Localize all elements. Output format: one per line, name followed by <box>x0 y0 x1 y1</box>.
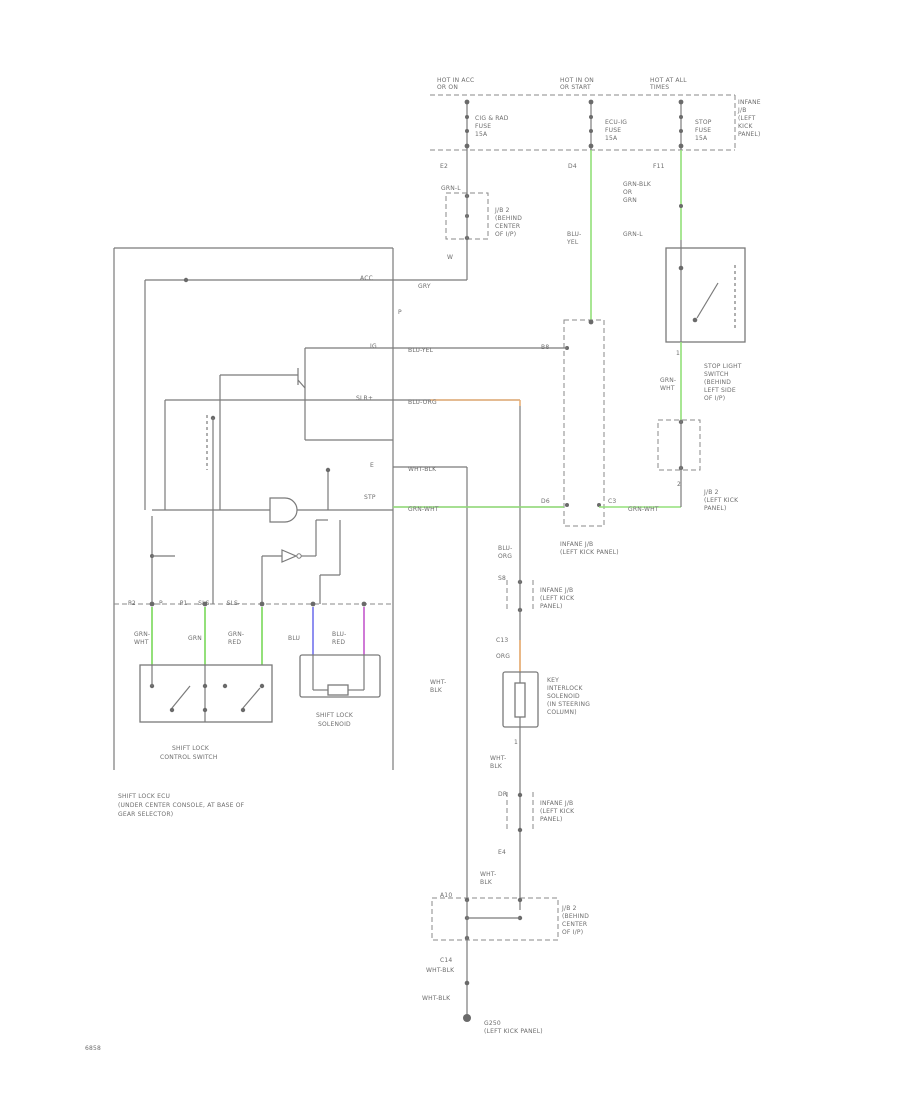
label-blu-red: BLU-RED <box>332 631 347 646</box>
jb2-left-kick-connector <box>657 419 701 505</box>
label-c13c: C3 <box>608 498 616 505</box>
label-wire-stp2: GRN-WHT <box>628 506 659 513</box>
infane-jb-connector <box>563 319 605 527</box>
shift-lock-control-switch <box>139 664 273 723</box>
label-wire-slr: BLU-ORG <box>408 399 437 406</box>
pin-acc: ACC <box>360 275 373 282</box>
pin-e: E <box>370 462 374 469</box>
label-wire-e: WHT-BLK <box>408 466 437 473</box>
pin-ig: IG <box>370 343 377 350</box>
label-two: 2 <box>677 481 681 488</box>
label-wht-blk-c: WHT-BLK <box>480 871 497 886</box>
label-c14: C14 <box>440 957 452 964</box>
pin-stp: STP <box>364 494 376 501</box>
label-wht-blk-b: WHT-BLK <box>490 755 507 770</box>
label-blu-yel: BLU-YEL <box>566 231 582 246</box>
label-wht-blk: WHT-BLK <box>430 679 447 694</box>
label-blu: BLU <box>288 635 300 642</box>
label-grn-wht2: GRN-WHT <box>134 631 150 646</box>
label-dr: DR <box>498 791 507 798</box>
label-grn: GRN <box>188 635 202 642</box>
label-ground: G250(LEFT KICK PANEL) <box>484 1020 543 1035</box>
label-d4: D4 <box>568 163 577 170</box>
label-w1: W <box>447 254 453 261</box>
label-org: ORG <box>496 653 510 660</box>
label-f11: F11 <box>653 163 665 170</box>
label-grn-l: GRN-L <box>441 185 461 192</box>
label-c13b: D6 <box>541 498 550 505</box>
label-e4: E4 <box>498 849 506 856</box>
jb2-top-connector <box>445 150 489 275</box>
jb2-bottom-connector <box>431 897 559 1015</box>
fuse-block <box>430 94 736 151</box>
label-blu-org: BLU-ORG <box>498 545 513 560</box>
label-wire-ig: BLU-YEL <box>408 347 434 354</box>
label-gry: GRY <box>418 283 431 290</box>
label-wht-blk3: WHT-BLK <box>422 995 451 1002</box>
label-two-b: 1 <box>514 739 518 746</box>
label-ecu-note: SHIFT LOCK ECU(UNDER CENTER CONSOLE, AT … <box>118 793 245 818</box>
label-wire-stp: GRN-WHT <box>408 506 439 513</box>
label-e2: E2 <box>440 163 448 170</box>
shift-lock-solenoid <box>299 654 381 698</box>
ecu-lower-connector-pins <box>149 601 367 607</box>
label-grn-l2: GRN-L <box>623 231 643 238</box>
label-wht-blk2: WHT-BLK <box>426 967 455 974</box>
label-grn-wht: GRN-WHT <box>660 377 676 392</box>
shift-lock-ecu <box>113 247 394 770</box>
pin-slrs: SLR+ <box>356 395 373 402</box>
infane-jb3-connector <box>506 792 534 833</box>
ground-symbol <box>463 1014 471 1022</box>
label-c13: S8 <box>498 575 506 582</box>
label-infane-jb-left: INFANE J/B(LEFT KICK PANEL) <box>560 541 619 556</box>
label-a10: A10 <box>440 892 452 899</box>
pin-p: P <box>398 309 402 316</box>
ecu-internal-circuit <box>144 277 393 604</box>
label-c13b2: C13 <box>496 637 508 644</box>
label-one: 1 <box>676 350 680 357</box>
label-page-code: 6858 <box>85 1045 101 1052</box>
key-interlock-solenoid <box>502 671 539 728</box>
stop-light-switch <box>665 240 746 343</box>
label-grn-red: GRN-RED <box>228 631 244 646</box>
pin-row-labels: P2 P P1 SLS SLS- <box>128 600 240 607</box>
